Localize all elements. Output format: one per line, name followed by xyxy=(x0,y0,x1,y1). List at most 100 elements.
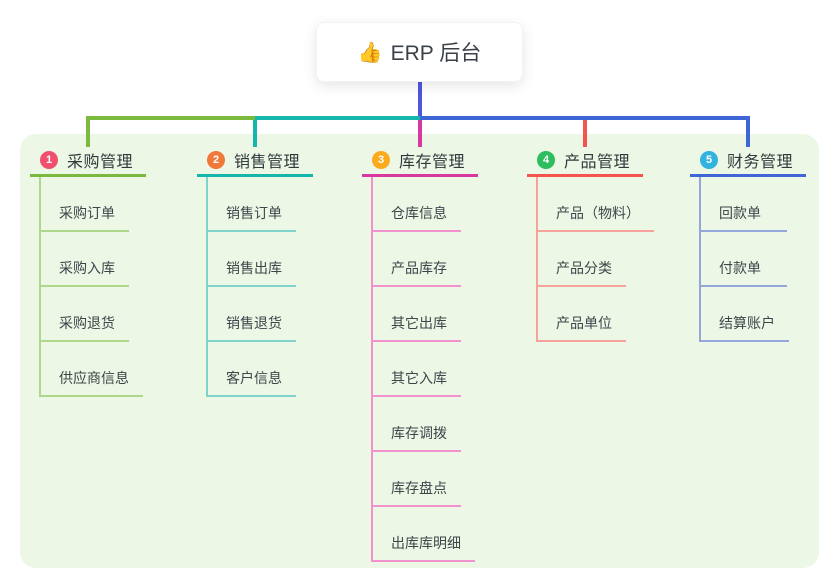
child-node-label: 产品（物料） xyxy=(556,205,640,221)
child-node-库存盘点[interactable]: 库存盘点 xyxy=(373,452,461,507)
child-node-label: 其它出库 xyxy=(391,315,447,331)
child-node-label: 其它入库 xyxy=(391,370,447,386)
branch-title-销售管理[interactable]: 2 销售管理 xyxy=(197,146,313,173)
child-underline xyxy=(701,340,789,342)
child-underline xyxy=(373,340,461,342)
child-node-结算账户[interactable]: 结算账户 xyxy=(701,287,789,342)
child-node-产品（物料）[interactable]: 产品（物料） xyxy=(538,177,654,232)
branch-underline xyxy=(362,174,478,177)
branch-children: 仓库信息产品库存其它出库其它入库库存调拨库存盘点出库库明细 xyxy=(371,177,475,562)
child-node-label: 供应商信息 xyxy=(59,370,129,386)
child-node-产品单位[interactable]: 产品单位 xyxy=(538,287,626,342)
child-underline xyxy=(373,505,461,507)
child-underline xyxy=(538,285,626,287)
child-underline xyxy=(208,395,296,397)
child-underline xyxy=(373,450,461,452)
child-node-其它出库[interactable]: 其它出库 xyxy=(373,287,461,342)
branch-children: 回款单付款单结算账户 xyxy=(699,177,789,342)
child-underline xyxy=(208,340,296,342)
child-node-label: 付款单 xyxy=(719,260,761,276)
child-underline xyxy=(701,230,787,232)
child-node-出库库明细[interactable]: 出库库明细 xyxy=(373,507,475,562)
child-node-label: 仓库信息 xyxy=(391,205,447,221)
child-node-采购订单[interactable]: 采购订单 xyxy=(41,177,129,232)
child-node-label: 采购退货 xyxy=(59,315,115,331)
child-node-客户信息[interactable]: 客户信息 xyxy=(208,342,296,397)
child-node-label: 结算账户 xyxy=(719,315,775,331)
child-node-label: 销售退货 xyxy=(226,315,282,331)
root-node-erp[interactable]: 👍 ERP 后台 xyxy=(316,22,523,82)
child-underline xyxy=(208,230,296,232)
child-underline xyxy=(701,285,787,287)
branch-children: 产品（物料） 产品分类产品单位 xyxy=(536,177,654,342)
child-node-销售订单[interactable]: 销售订单 xyxy=(208,177,296,232)
branch-title-label: 财务管理 xyxy=(727,153,794,171)
branch-title-产品管理[interactable]: 4 产品管理 xyxy=(527,146,654,173)
child-node-label: 采购订单 xyxy=(59,205,115,221)
child-node-label: 出库库明细 xyxy=(391,535,461,551)
child-node-产品库存[interactable]: 产品库存 xyxy=(373,232,461,287)
child-underline xyxy=(41,395,143,397)
child-node-label: 产品分类 xyxy=(556,260,612,276)
child-node-供应商信息[interactable]: 供应商信息 xyxy=(41,342,143,397)
child-underline xyxy=(373,285,461,287)
thumbs-up-icon: 👍 xyxy=(357,41,383,64)
branch-title-label: 产品管理 xyxy=(564,153,631,171)
child-node-label: 回款单 xyxy=(719,205,761,221)
child-node-label: 产品库存 xyxy=(391,260,447,276)
root-node-label: ERP 后台 xyxy=(390,42,482,65)
child-node-采购退货[interactable]: 采购退货 xyxy=(41,287,129,342)
child-node-付款单[interactable]: 付款单 xyxy=(701,232,787,287)
child-node-label: 库存调拨 xyxy=(391,425,447,441)
child-node-销售出库[interactable]: 销售出库 xyxy=(208,232,296,287)
child-node-其它入库[interactable]: 其它入库 xyxy=(373,342,461,397)
branch-number-badge: 4 xyxy=(537,150,555,169)
child-node-label: 采购入库 xyxy=(59,260,115,276)
branch-title-财务管理[interactable]: 5 财务管理 xyxy=(690,146,806,173)
branch-title-label: 库存管理 xyxy=(399,153,466,171)
branch-title-采购管理[interactable]: 1 采购管理 xyxy=(30,146,146,173)
branch-drop-库存管理 xyxy=(418,120,422,147)
branch-underline xyxy=(30,174,146,177)
child-underline xyxy=(538,340,626,342)
branch-underline xyxy=(527,174,643,177)
branch-财务管理: 5 财务管理回款单付款单结算账户 xyxy=(690,146,806,342)
child-node-label: 销售订单 xyxy=(226,205,282,221)
child-node-采购入库[interactable]: 采购入库 xyxy=(41,232,129,287)
branches-background-panel xyxy=(20,134,819,568)
branch-title-库存管理[interactable]: 3 库存管理 xyxy=(362,146,478,173)
branch-underline xyxy=(690,174,806,177)
branch-title-label: 销售管理 xyxy=(234,153,301,171)
child-node-仓库信息[interactable]: 仓库信息 xyxy=(373,177,461,232)
branch-销售管理: 2 销售管理销售订单销售出库销售退货客户信息 xyxy=(197,146,313,397)
child-node-销售退货[interactable]: 销售退货 xyxy=(208,287,296,342)
branch-number-badge: 1 xyxy=(40,150,58,169)
child-node-label: 库存盘点 xyxy=(391,480,447,496)
child-underline xyxy=(373,395,461,397)
branch-title-label: 采购管理 xyxy=(67,153,134,171)
branch-number-badge: 5 xyxy=(700,150,718,169)
child-underline xyxy=(41,285,129,287)
branch-number-badge: 3 xyxy=(372,150,390,169)
child-node-回款单[interactable]: 回款单 xyxy=(701,177,787,232)
child-node-库存调拨[interactable]: 库存调拨 xyxy=(373,397,461,452)
branch-underline xyxy=(197,174,313,177)
child-node-产品分类[interactable]: 产品分类 xyxy=(538,232,626,287)
branch-children: 销售订单销售出库销售退货客户信息 xyxy=(206,177,296,397)
root-connector-line xyxy=(418,82,422,118)
branch-drop-产品管理 xyxy=(583,120,587,147)
child-node-label: 客户信息 xyxy=(226,370,282,386)
child-underline xyxy=(41,340,129,342)
trunk-segment-right xyxy=(420,116,750,120)
child-underline xyxy=(208,285,296,287)
branch-采购管理: 1 采购管理采购订单采购入库采购退货供应商信息 xyxy=(30,146,146,397)
child-node-label: 销售出库 xyxy=(226,260,282,276)
branch-drop-财务管理 xyxy=(746,120,750,147)
child-node-label: 产品单位 xyxy=(556,315,612,331)
branch-drop-销售管理 xyxy=(253,120,257,147)
child-underline xyxy=(373,230,461,232)
child-underline xyxy=(373,560,475,562)
branch-number-badge: 2 xyxy=(207,150,225,169)
child-underline xyxy=(538,230,654,232)
